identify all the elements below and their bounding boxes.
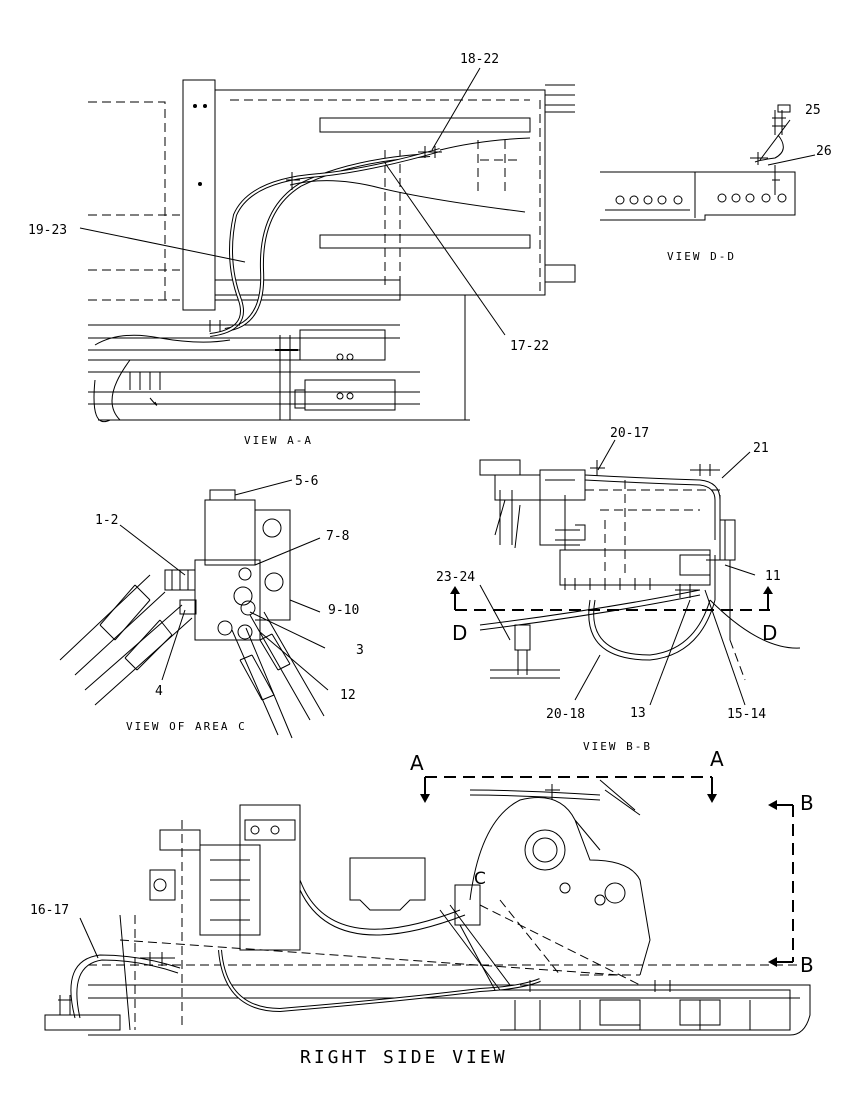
caption-view-dd: VIEW D-D bbox=[667, 250, 736, 263]
callout-1-2: 1-2 bbox=[95, 513, 118, 528]
callout-13: 13 bbox=[630, 706, 646, 721]
callout-11: 11 bbox=[765, 569, 781, 584]
caption-view-area-c: VIEW OF AREA C bbox=[126, 720, 247, 733]
callout-9-10: 9-10 bbox=[328, 603, 359, 618]
view-area-c: 5-6 1-2 7-8 9-10 3 4 12 VIEW OF AREA C bbox=[59, 474, 364, 739]
caption-view-aa: VIEW A-A bbox=[244, 434, 313, 447]
view-bb: D D 20-17 21 23-24 11 20-18 13 15-14 VIE… bbox=[436, 426, 801, 753]
section-mark-d-right: D bbox=[762, 621, 777, 645]
callout-17-22: 17-22 bbox=[510, 339, 549, 354]
callout-26: 26 bbox=[816, 144, 832, 159]
view-dd: 25 26 VIEW D-D bbox=[600, 103, 832, 263]
section-mark-a-right: A bbox=[710, 747, 724, 771]
area-marker-c: C bbox=[474, 869, 486, 889]
callout-23-24: 23-24 bbox=[436, 570, 475, 585]
callout-25: 25 bbox=[805, 103, 821, 118]
view-aa: 18-22 19-23 17-22 VIEW A-A bbox=[28, 52, 576, 447]
callout-7-8: 7-8 bbox=[326, 529, 349, 544]
caption-right-side-view: RIGHT SIDE VIEW bbox=[300, 1047, 508, 1068]
section-mark-d-left: D bbox=[452, 621, 467, 645]
right-side-view: A A B B C bbox=[30, 747, 814, 1068]
callout-20-17: 20-17 bbox=[610, 426, 649, 441]
callout-4: 4 bbox=[155, 684, 163, 699]
callout-18-22: 18-22 bbox=[460, 52, 499, 67]
section-mark-b-bottom: B bbox=[800, 953, 814, 977]
callout-5-6: 5-6 bbox=[295, 474, 318, 489]
section-mark-b-top: B bbox=[800, 791, 814, 815]
section-mark-a-left: A bbox=[410, 751, 424, 775]
callout-12: 12 bbox=[340, 688, 356, 703]
callout-3: 3 bbox=[356, 643, 364, 658]
caption-view-bb: VIEW B-B bbox=[583, 740, 652, 753]
callout-16-17: 16-17 bbox=[30, 903, 69, 918]
callout-15-14: 15-14 bbox=[727, 707, 766, 722]
callout-20-18: 20-18 bbox=[546, 707, 585, 722]
callout-19-23: 19-23 bbox=[28, 223, 67, 238]
callout-21: 21 bbox=[753, 441, 769, 456]
